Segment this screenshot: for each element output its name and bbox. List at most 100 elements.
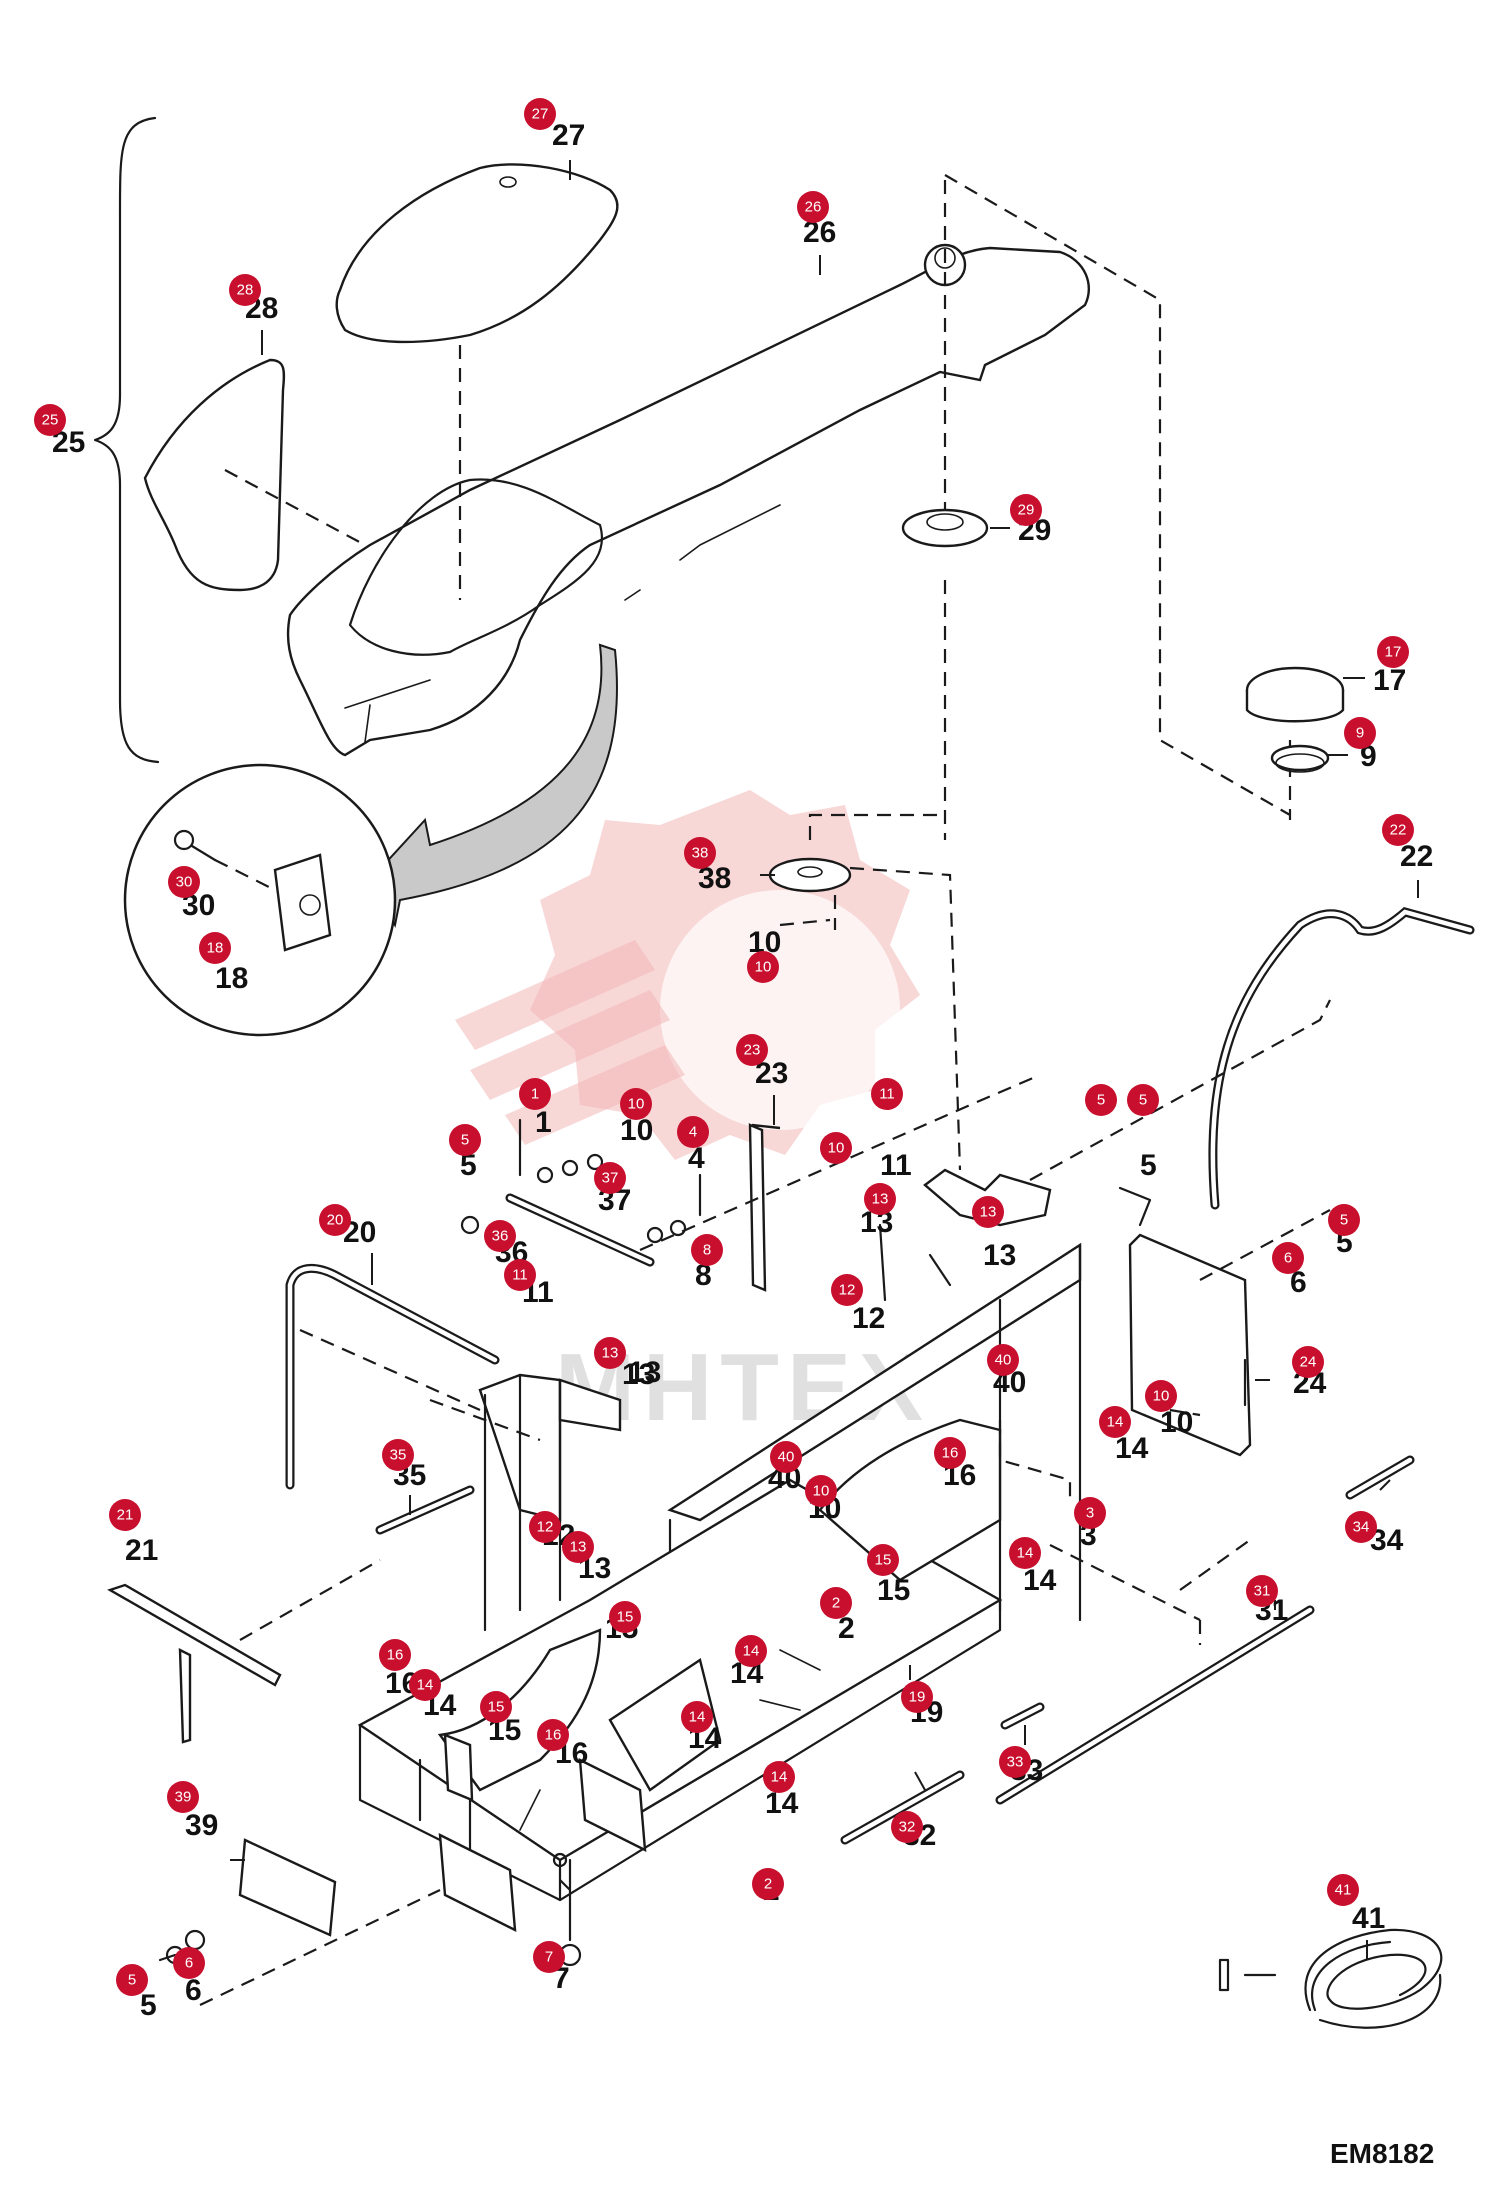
callout-badge[interactable]: 10: [620, 1088, 652, 1120]
callout-badge[interactable]: 10: [1145, 1380, 1177, 1412]
part-label: 4: [688, 1142, 705, 1175]
callout-badge[interactable]: 11: [504, 1259, 536, 1291]
part-label: 14: [1115, 1432, 1149, 1465]
callout-badge[interactable]: 23: [736, 1034, 768, 1066]
svg-text:24: 24: [1300, 1354, 1317, 1371]
callout-badge[interactable]: 19: [901, 1681, 933, 1713]
callout-badge[interactable]: 32: [891, 1811, 923, 1843]
callout-badge[interactable]: 33: [999, 1746, 1031, 1778]
callout-badge[interactable]: 14: [735, 1635, 767, 1667]
callout-badge[interactable]: 14: [409, 1669, 441, 1701]
callout-badge[interactable]: 6: [173, 1947, 205, 1979]
svg-text:28: 28: [237, 282, 254, 299]
callout-badge[interactable]: 38: [684, 837, 716, 869]
detail-arrow: [368, 643, 618, 928]
callout-badge[interactable]: 16: [379, 1639, 411, 1671]
callout-badge[interactable]: 2: [752, 1868, 784, 1900]
callout-badge[interactable]: 16: [934, 1437, 966, 1469]
svg-text:18: 18: [207, 940, 224, 957]
svg-text:16: 16: [387, 1647, 404, 1664]
svg-text:10: 10: [813, 1483, 830, 1500]
svg-text:10: 10: [755, 959, 772, 976]
callout-badge[interactable]: 30: [168, 866, 200, 898]
callout-badge[interactable]: 5: [1127, 1084, 1159, 1116]
part-label: 13: [622, 1358, 655, 1391]
callout-badge[interactable]: 15: [867, 1544, 899, 1576]
callout-badge[interactable]: 29: [1010, 494, 1042, 526]
callout-badge[interactable]: 5: [1085, 1084, 1117, 1116]
part-label: 2: [838, 1612, 855, 1645]
callout-badge[interactable]: 8: [691, 1234, 723, 1266]
callout-badge[interactable]: 7: [533, 1941, 565, 1973]
callout-badge[interactable]: 36: [484, 1220, 516, 1252]
callout-badge[interactable]: 13: [594, 1337, 626, 1369]
callout-badge[interactable]: 12: [831, 1274, 863, 1306]
part-label: 21: [125, 1534, 158, 1567]
callout-badge[interactable]: 4: [677, 1116, 709, 1148]
svg-text:1: 1: [531, 1086, 539, 1103]
callout-badge[interactable]: 24: [1292, 1346, 1324, 1378]
callout-badge[interactable]: 41: [1327, 1874, 1359, 1906]
callout-badge[interactable]: 40: [770, 1441, 802, 1473]
svg-text:2: 2: [764, 1876, 772, 1893]
svg-text:23: 23: [744, 1042, 761, 1059]
part-label: 6: [185, 1974, 202, 2007]
callout-badge[interactable]: 14: [1099, 1406, 1131, 1438]
callout-badge[interactable]: 14: [763, 1761, 795, 1793]
cover-opening: [348, 478, 603, 656]
callout-badge[interactable]: 26: [797, 191, 829, 223]
part-label: 22: [1400, 840, 1433, 873]
callout-badge[interactable]: 25: [34, 404, 66, 436]
callout-badge[interactable]: 1: [519, 1078, 551, 1110]
callout-badge[interactable]: 40: [987, 1344, 1019, 1376]
svg-text:6: 6: [185, 1955, 193, 1972]
seat-pad: [335, 163, 619, 344]
svg-text:40: 40: [778, 1449, 795, 1466]
callout-badge[interactable]: 14: [1009, 1537, 1041, 1569]
callout-badge[interactable]: 28: [229, 274, 261, 306]
callout-badge[interactable]: 10: [820, 1132, 852, 1164]
callout-badge[interactable]: 37: [594, 1162, 626, 1194]
callout-badge[interactable]: 5: [449, 1124, 481, 1156]
part-label: 13: [983, 1239, 1016, 1272]
svg-text:15: 15: [488, 1699, 505, 1716]
callout-badge[interactable]: 11: [871, 1078, 903, 1110]
callout-badge[interactable]: 6: [1272, 1242, 1304, 1274]
callout-badge[interactable]: 27: [524, 98, 556, 130]
callout-badge[interactable]: 22: [1382, 814, 1414, 846]
svg-text:14: 14: [771, 1769, 788, 1786]
callout-badge[interactable]: 17: [1377, 636, 1409, 668]
callout-badge[interactable]: 13: [972, 1196, 1004, 1228]
callout-badge[interactable]: 18: [199, 932, 231, 964]
callout-badge[interactable]: 34: [1345, 1511, 1377, 1543]
svg-text:40: 40: [995, 1352, 1012, 1369]
callout-badge[interactable]: 35: [382, 1439, 414, 1471]
svg-text:38: 38: [692, 845, 709, 862]
callout-badge[interactable]: 13: [864, 1183, 896, 1215]
callout-badge[interactable]: 31: [1246, 1575, 1278, 1607]
callout-badge[interactable]: 12: [529, 1511, 561, 1543]
callout-badge[interactable]: 15: [609, 1601, 641, 1633]
svg-text:7: 7: [545, 1949, 553, 1966]
callout-badge[interactable]: 5: [116, 1964, 148, 1996]
callout-badge[interactable]: 5: [1328, 1204, 1360, 1236]
callout-badge[interactable]: 21: [109, 1499, 141, 1531]
callout-badge[interactable]: 20: [319, 1204, 351, 1236]
callout-markers: 27 26 28 25 29 17 9 22 38 10 30 18 23 1 …: [34, 98, 1414, 1996]
part-label: 14: [1023, 1564, 1057, 1597]
lower-parts: [107, 999, 1443, 2029]
callout-badge[interactable]: 16: [537, 1719, 569, 1751]
callout-badge[interactable]: 10: [805, 1475, 837, 1507]
part-label: 8: [695, 1259, 712, 1292]
callout-badge[interactable]: 14: [681, 1701, 713, 1733]
callout-badge[interactable]: 39: [167, 1781, 199, 1813]
callout-badge[interactable]: 13: [562, 1531, 594, 1563]
callout-badge[interactable]: 3: [1074, 1497, 1106, 1529]
callout-badge[interactable]: 9: [1344, 717, 1376, 749]
callout-badge[interactable]: 2: [820, 1587, 852, 1619]
cover-assembly: [93, 116, 1345, 840]
callout-badge[interactable]: 15: [480, 1691, 512, 1723]
svg-text:6: 6: [1284, 1250, 1292, 1267]
callout-badge[interactable]: 10: [747, 951, 779, 983]
